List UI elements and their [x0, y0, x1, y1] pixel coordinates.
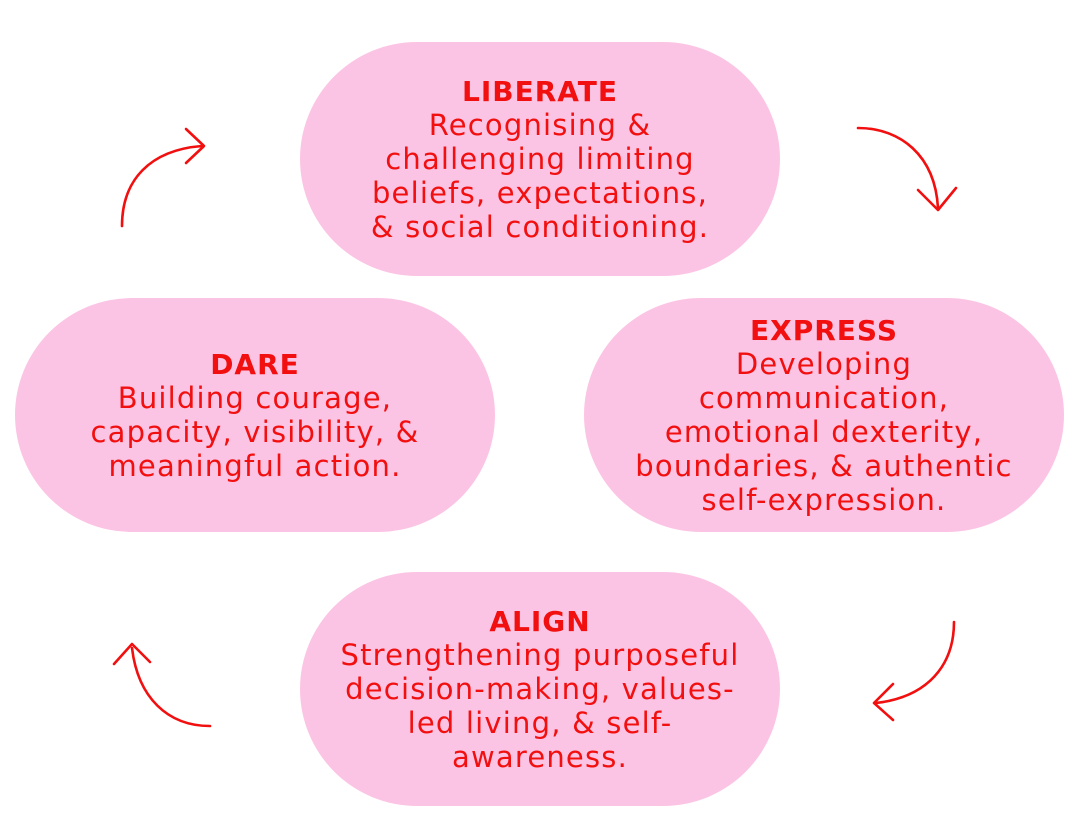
node-align-title: ALIGN: [489, 604, 591, 638]
node-liberate-title: LIBERATE: [461, 74, 618, 108]
node-dare-description: Building courage, capacity, visibility, …: [90, 380, 420, 483]
arrow-liberate-to-express-icon: [856, 126, 958, 212]
arrow-align-to-dare-icon: [112, 642, 212, 728]
node-align: ALIGN Strengthening purposeful decision-…: [300, 572, 780, 806]
node-align-description: Strengthening purposeful decision-making…: [340, 637, 740, 774]
node-dare: DARE Building courage, capacity, visibil…: [15, 298, 495, 532]
arrow-dare-to-liberate-icon: [120, 127, 206, 228]
node-dare-title: DARE: [210, 347, 300, 381]
node-liberate-description: Recognising & challenging limiting belie…: [370, 107, 710, 244]
node-liberate: LIBERATE Recognising & challenging limit…: [300, 42, 780, 276]
node-express-description: Developing communication, emotional dext…: [635, 346, 1013, 517]
arrow-express-to-align-icon: [872, 620, 956, 722]
node-express-title: EXPRESS: [750, 313, 898, 347]
node-express: EXPRESS Developing communication, emotio…: [584, 298, 1064, 532]
